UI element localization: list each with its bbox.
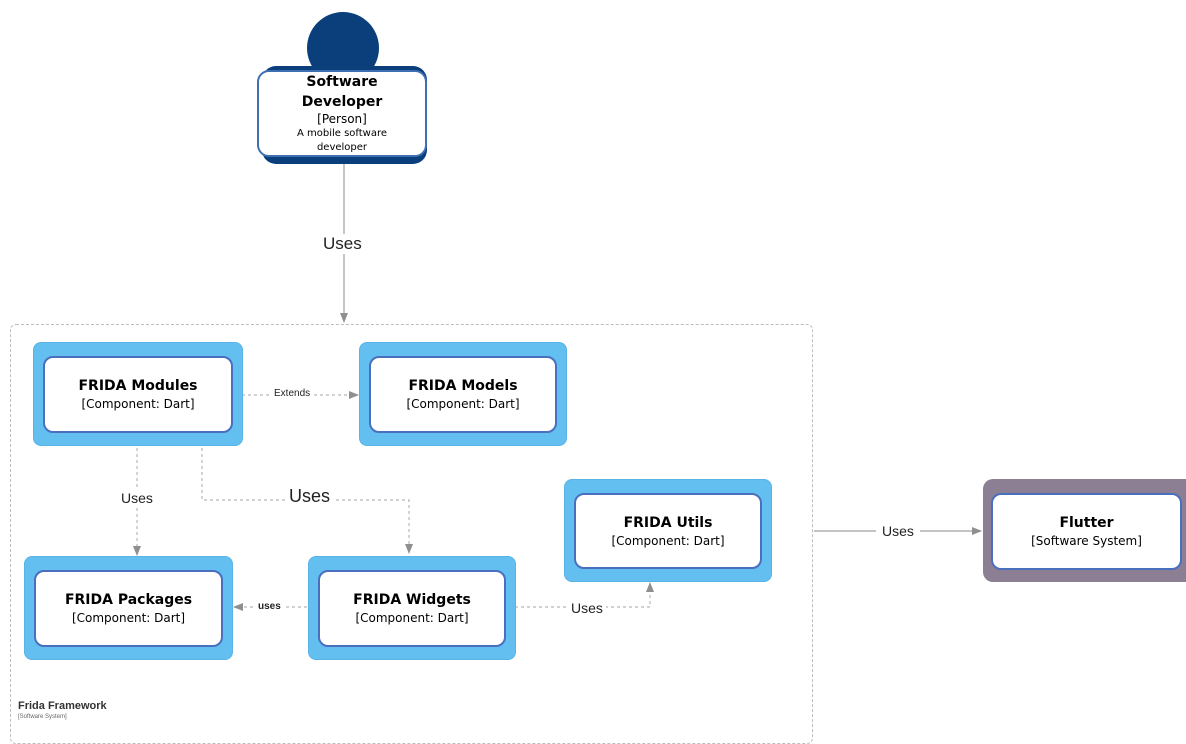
system-card: Flutter [Software System] [991, 493, 1182, 570]
system-title: Flutter [1059, 515, 1114, 531]
component-tech: [Component: Dart] [81, 397, 195, 411]
component-frida-modules[interactable]: FRIDA Modules [Component: Dart] [34, 343, 242, 445]
boundary-tech: [Software System] [18, 714, 67, 720]
component-frida-widgets[interactable]: FRIDA Widgets [Component: Dart] [309, 557, 515, 659]
component-frida-models[interactable]: FRIDA Models [Component: Dart] [360, 343, 566, 445]
component-tech: [Component: Dart] [71, 611, 186, 625]
edge-label-widgets-uses-utils: Uses [568, 600, 606, 616]
component-tech: [Component: Dart] [406, 397, 520, 411]
person-desc-line2: developer [316, 142, 368, 153]
component-card: FRIDA Utils [Component: Dart] [574, 493, 762, 569]
component-tech: [Component: Dart] [355, 611, 469, 625]
edge-label-uses-flutter: Uses [876, 523, 920, 539]
component-tech: [Component: Dart] [611, 533, 725, 548]
person-name-line2: Developer [301, 94, 383, 110]
person-tag: [Person] [317, 112, 367, 126]
component-card: FRIDA Models [Component: Dart] [369, 356, 557, 433]
component-card: FRIDA Modules [Component: Dart] [43, 356, 233, 433]
person-name-line1: Software [306, 74, 378, 90]
edge-label-extends: Extends [271, 388, 314, 399]
edge-label-dev-uses: Uses [321, 234, 364, 254]
boundary-name: Frida Framework [18, 700, 107, 712]
external-system-flutter[interactable]: Flutter [Software System] [983, 479, 1186, 582]
edge-label-modules-uses-widgets: Uses [286, 486, 334, 507]
component-frida-packages[interactable]: FRIDA Packages [Component: Dart] [25, 557, 232, 659]
edge-label-widgets-uses-packages: uses [256, 601, 283, 612]
system-tech: [Software System] [1031, 534, 1142, 548]
edge-widgets-uses-utils [515, 582, 654, 608]
person-card: Software Developer [Person] A mobile sof… [257, 70, 427, 157]
edge-label-modules-uses-packages: Uses [119, 490, 155, 506]
component-title: FRIDA Models [408, 378, 518, 394]
component-card: FRIDA Widgets [Component: Dart] [318, 570, 506, 647]
component-frida-utils[interactable]: FRIDA Utils [Component: Dart] [565, 480, 771, 581]
component-title: FRIDA Packages [64, 592, 193, 608]
component-card: FRIDA Packages [Component: Dart] [34, 570, 223, 647]
person-desc-line1: A mobile software [296, 128, 388, 139]
component-title: FRIDA Widgets [353, 592, 471, 608]
edge-modules-uses-widgets [201, 448, 413, 554]
component-title: FRIDA Modules [78, 378, 198, 394]
component-title: FRIDA Utils [623, 514, 713, 531]
